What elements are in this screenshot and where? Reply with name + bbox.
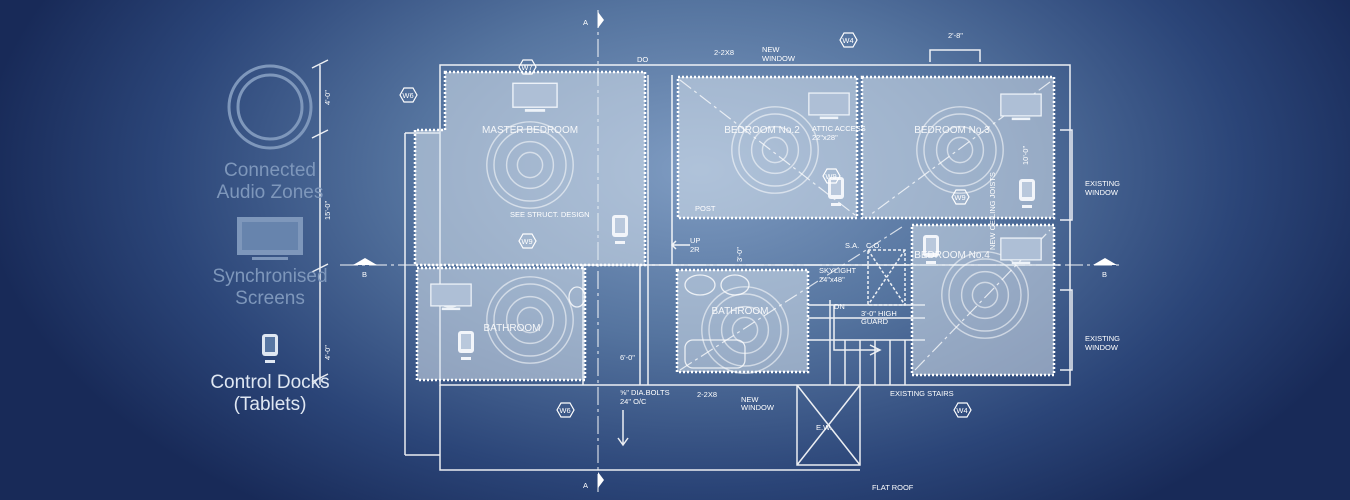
- dimension: 3'-0": [735, 247, 744, 262]
- note: 3'-0" HIGH: [861, 309, 897, 318]
- section-b-label: B: [362, 270, 367, 279]
- note: FLAT ROOF: [872, 483, 914, 492]
- room-label: BEDROOM No.2: [724, 125, 800, 136]
- room-label: BEDROOM No.3: [914, 125, 990, 136]
- room-label: BEDROOM No.4: [914, 250, 990, 261]
- dimension: 10'-0": [1021, 146, 1030, 165]
- section-a-top-arrow: [598, 12, 604, 28]
- note: WINDOW: [1085, 188, 1119, 197]
- section-a-label: A: [583, 18, 588, 27]
- note: GUARD: [861, 317, 889, 326]
- note: EXISTING: [1085, 179, 1120, 188]
- tv-screen-icon: [512, 82, 558, 113]
- dimension: 6'-0": [620, 353, 635, 362]
- legend-item-audio: Connected Audio Zones: [190, 62, 350, 204]
- note: 2-2X8: [697, 390, 717, 399]
- legend-label: (Tablets): [233, 394, 307, 415]
- tv-screen-icon: [808, 92, 850, 120]
- note: WINDOW: [1085, 343, 1119, 352]
- note: 24"x48": [819, 275, 845, 284]
- dimension: 15'-0": [323, 201, 332, 220]
- legend-label: Connected: [224, 160, 316, 181]
- tag-w4: W4: [956, 406, 967, 415]
- section-b-label: B: [1102, 270, 1107, 279]
- note: DN: [834, 302, 845, 311]
- note: SKYLIGHT: [819, 266, 857, 275]
- speaker-zone-icon: [227, 64, 313, 150]
- note: WINDOW: [762, 54, 796, 63]
- tag-w9: W9: [954, 193, 965, 202]
- note: WINDOW: [741, 403, 775, 412]
- tag-w9: W9: [521, 237, 532, 246]
- legend-label: Control Docks: [210, 372, 330, 393]
- room-master-bedroom: [413, 70, 647, 267]
- window-tags: [399, 32, 972, 418]
- tag-w9: W9: [825, 172, 836, 181]
- section-b-left-arrow: [353, 258, 377, 265]
- note: UP: [690, 236, 700, 245]
- note: E.W.: [816, 423, 832, 432]
- note: NEW CEILING JOISTS: [988, 172, 997, 250]
- note: POST: [695, 204, 716, 213]
- tv-screen-icon: [237, 217, 303, 260]
- note: 2R: [690, 245, 700, 254]
- note: EXISTING: [1085, 334, 1120, 343]
- section-markers: [353, 12, 1117, 488]
- legend-label: Screens: [235, 288, 305, 309]
- tag-w6: W6: [402, 91, 413, 100]
- dimension: 4'-0": [323, 90, 332, 105]
- note: DO: [637, 55, 648, 64]
- feature-legend: Connected Audio Zones Synchronised Scree…: [190, 60, 350, 416]
- legend-item-screens: Synchronised Screens: [190, 216, 350, 310]
- tv-screen-icon: [1000, 93, 1042, 121]
- section-b-right-arrow: [1093, 258, 1117, 265]
- dimension: 2'-8": [948, 31, 963, 40]
- section-a-label: A: [583, 481, 588, 490]
- tv-screen-icon: [1000, 237, 1042, 265]
- note: C.O.: [866, 241, 881, 250]
- note: EXISTING STAIRS: [890, 389, 954, 398]
- room-bathroom-2: [675, 268, 810, 374]
- dimension: 4'-0": [323, 345, 332, 360]
- note: 2-2X8: [714, 48, 734, 57]
- tag-w4: W4: [842, 36, 853, 45]
- room-label: BATHROOM: [483, 323, 540, 334]
- room-label: MASTER BEDROOM: [482, 125, 578, 136]
- note: NEW: [741, 395, 759, 404]
- note: 22"x28": [812, 133, 838, 142]
- note: ⅝" DIA.BOLTS: [620, 388, 670, 397]
- tv-screen-icon: [430, 283, 472, 311]
- legend-item-tablets: Control Docks (Tablets): [190, 332, 350, 416]
- room-label: BATHROOM: [711, 306, 768, 317]
- legend-label: Audio Zones: [216, 182, 324, 203]
- tag-w7: W7: [521, 63, 532, 72]
- note: NEW: [762, 45, 780, 54]
- tag-w6: W6: [559, 406, 570, 415]
- note: ATTIC ACCESS: [812, 124, 866, 133]
- note: SEE STRUCT. DESIGN: [510, 210, 590, 219]
- legend-label: Synchronised: [212, 266, 328, 287]
- section-a-bottom-arrow: [598, 472, 604, 488]
- note: 24" O/C: [620, 397, 647, 406]
- tablet-icon: [262, 334, 278, 363]
- note: S.A.: [845, 241, 859, 250]
